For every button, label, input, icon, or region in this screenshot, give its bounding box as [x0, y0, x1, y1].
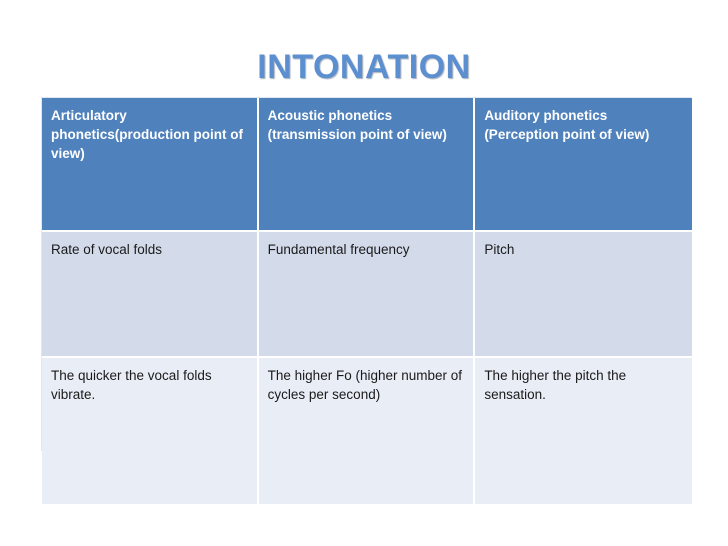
- table-cell-text: Pitch: [484, 242, 515, 257]
- table-cell-text: The higher the pitch the sensation.: [484, 368, 627, 402]
- table-cell: The higher Fo (higher number of cycles p…: [258, 358, 476, 504]
- table-header-cell-articulatory: Articulatory phonetics(production point …: [42, 98, 259, 232]
- table-cell: Fundamental frequency: [258, 232, 476, 358]
- table-cell-text: Rate of vocal folds: [51, 242, 163, 257]
- table-cell-text: Fundamental frequency: [267, 242, 410, 257]
- table-cell: Pitch: [475, 232, 692, 358]
- table-header-label: Acoustic phonetics (transmission point o…: [267, 108, 447, 142]
- table-header-row: Articulatory phonetics(production point …: [42, 98, 692, 232]
- comparison-table-container: Articulatory phonetics(production point …: [42, 98, 692, 504]
- table-header-label: Articulatory phonetics(production point …: [51, 108, 243, 161]
- table-header-cell-auditory: Auditory phonetics (Perception point of …: [475, 98, 692, 232]
- table-cell: Rate of vocal folds: [42, 232, 259, 358]
- page-title: INTONATION: [257, 48, 471, 86]
- table-row: Rate of vocal folds Fundamental frequenc…: [42, 232, 692, 358]
- phonetics-comparison-table: Articulatory phonetics(production point …: [42, 98, 692, 504]
- table-cell: The quicker the vocal folds vibrate.: [42, 358, 259, 504]
- table-cell-text: The quicker the vocal folds vibrate.: [51, 368, 212, 402]
- table-header-label: Auditory phonetics (Perception point of …: [484, 108, 650, 142]
- table-row: The quicker the vocal folds vibrate. The…: [42, 358, 692, 504]
- table-cell: The higher the pitch the sensation.: [475, 358, 692, 504]
- table-header-cell-acoustic: Acoustic phonetics (transmission point o…: [258, 98, 476, 232]
- table-cell-text: The higher Fo (higher number of cycles p…: [267, 368, 463, 402]
